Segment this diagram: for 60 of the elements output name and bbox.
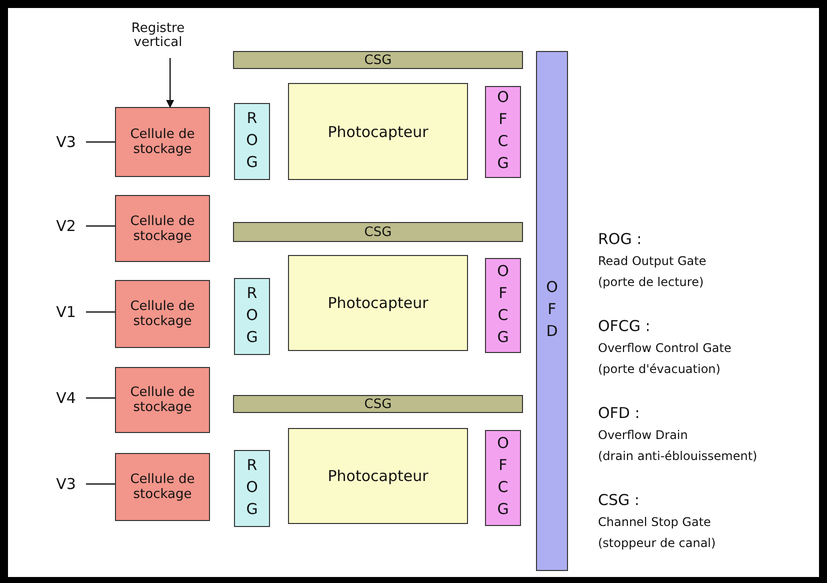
connector-line bbox=[86, 397, 115, 399]
abbreviation-term: OFD : bbox=[598, 404, 640, 422]
gate-bar bbox=[485, 86, 521, 178]
signal-label: V1 bbox=[48, 300, 84, 324]
gate-bar bbox=[234, 278, 270, 355]
definition-text: Overflow Drain bbox=[598, 428, 688, 442]
photosensor-box bbox=[288, 83, 468, 180]
signal-label: V3 bbox=[48, 130, 84, 154]
gate-bar bbox=[485, 258, 521, 353]
connector-line bbox=[86, 225, 115, 227]
gate-bar bbox=[233, 51, 523, 69]
gate-bar bbox=[485, 430, 521, 526]
box-label: CSG bbox=[364, 396, 392, 412]
definition-text: Read Output Gate bbox=[598, 254, 706, 268]
gate-bar bbox=[234, 103, 270, 180]
signal-label: V3 bbox=[48, 472, 84, 496]
gate-bar bbox=[233, 222, 523, 242]
gate-bar bbox=[234, 450, 270, 527]
box-label: Photocapteur bbox=[328, 122, 428, 140]
box-label: Cellule de stockage bbox=[129, 214, 196, 244]
drain-bar bbox=[536, 51, 568, 571]
storage-cell bbox=[115, 453, 210, 521]
box-label: OFCG bbox=[494, 262, 512, 350]
abbreviation-term: ROG : bbox=[598, 230, 642, 248]
signal-label: V2 bbox=[48, 214, 84, 238]
box-label: OFCG bbox=[494, 434, 512, 522]
storage-cell bbox=[115, 367, 210, 433]
box-label: CSG bbox=[364, 224, 392, 240]
definition-text: (stoppeur de canal) bbox=[598, 536, 716, 550]
definition-text: (drain anti-éblouissement) bbox=[598, 449, 758, 463]
abbreviation-term: OFCG : bbox=[598, 317, 650, 335]
box-label: Photocapteur bbox=[328, 467, 428, 485]
box-label: Cellule de stockage bbox=[129, 385, 196, 415]
box-label: Cellule de stockage bbox=[129, 472, 196, 502]
signal-label: V4 bbox=[48, 386, 84, 410]
storage-cell bbox=[115, 107, 210, 177]
photosensor-box bbox=[288, 428, 468, 524]
box-label: CSG bbox=[364, 52, 392, 68]
connector-line bbox=[86, 311, 115, 313]
box-label: ROG bbox=[243, 108, 261, 174]
abbreviation-term: CSG : bbox=[598, 491, 640, 509]
photosensor-box bbox=[288, 255, 468, 351]
box-label: ROG bbox=[243, 456, 261, 522]
definition-text: Overflow Control Gate bbox=[598, 341, 732, 355]
arrow bbox=[166, 58, 174, 108]
box-label: Photocapteur bbox=[328, 294, 428, 312]
box-label: OFD bbox=[543, 278, 561, 344]
definition-text: Channel Stop Gate bbox=[598, 515, 711, 529]
label-text: Registre vertical bbox=[118, 16, 198, 56]
definition-text: (porte d'évacuation) bbox=[598, 362, 720, 376]
connector-line bbox=[86, 141, 115, 143]
connector-line bbox=[86, 483, 115, 485]
box-label: ROG bbox=[243, 284, 261, 350]
definition-text: (porte de lecture) bbox=[598, 275, 704, 289]
gate-bar bbox=[233, 395, 523, 413]
box-label: OFCG bbox=[494, 88, 512, 176]
storage-cell bbox=[115, 280, 210, 348]
storage-cell bbox=[115, 195, 210, 262]
box-label: Cellule de stockage bbox=[129, 299, 196, 329]
box-label: Cellule de stockage bbox=[129, 127, 196, 157]
